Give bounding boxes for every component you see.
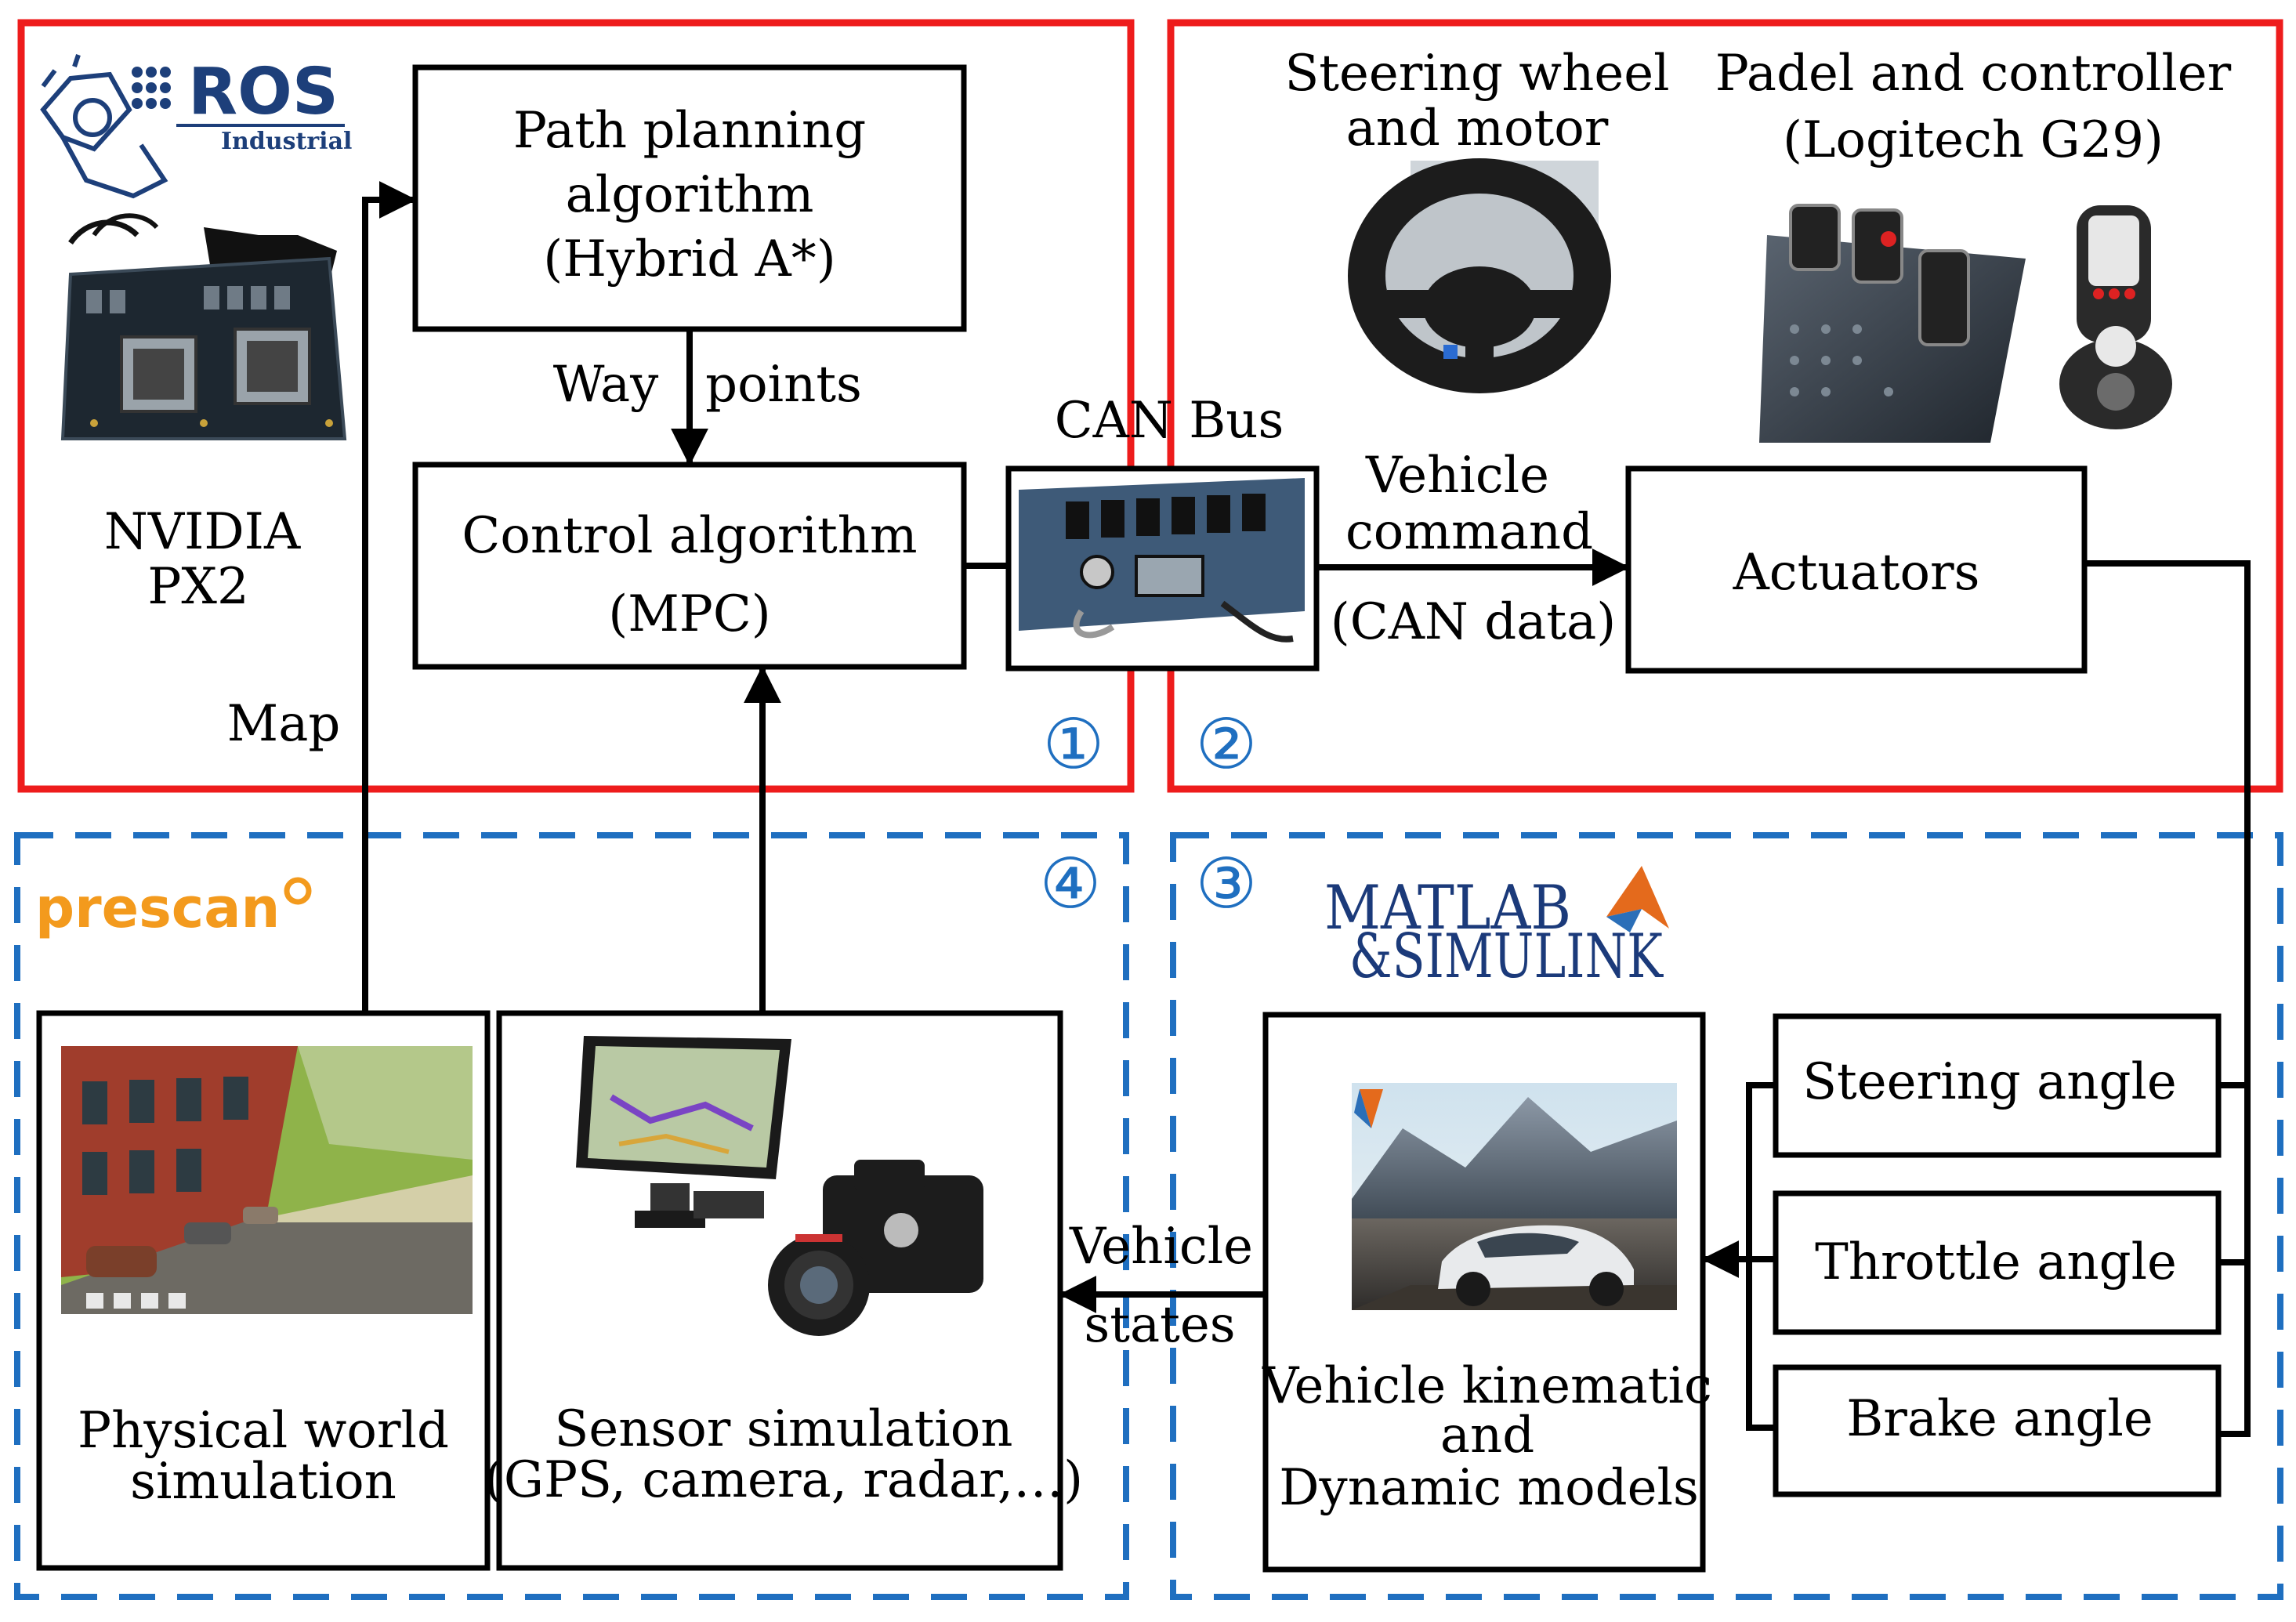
ros-dots-icon: [132, 67, 171, 109]
path-planning-line3: (Hybrid A*): [543, 230, 835, 288]
gps-device-image: [576, 1036, 791, 1228]
steering-wheel-label-line1: Steering wheel: [1284, 45, 1669, 103]
nvidia-label-line2: PX2: [147, 558, 248, 616]
padel-label-line2: (Logitech G29): [1783, 111, 2164, 169]
robot-arm-icon: [40, 54, 168, 199]
street-scene-image: [61, 1046, 473, 1314]
sensor-simulation-box: Sensor simulation (GPS, camera, radar,…): [484, 1010, 1083, 1571]
actuators-label: Actuators: [1733, 544, 1980, 602]
region-4-frame: [14, 832, 1129, 1600]
vehicle-model-line3: Dynamic models: [1279, 1459, 1699, 1517]
map-label: Map: [227, 695, 341, 753]
actuators-output-connector: [2084, 560, 2251, 1437]
region-1-frame: [17, 19, 1135, 793]
steering-wheel-image: [1348, 158, 1611, 393]
pedal-controller-image: [1759, 204, 2172, 443]
physical-world-line2: simulation: [130, 1453, 397, 1511]
prescan-dot-icon: [284, 877, 312, 905]
steering-angle-label: Steering angle: [1802, 1053, 2177, 1111]
vehicle-command-line1: Vehicle: [1365, 447, 1549, 505]
can-data-label: (CAN data): [1331, 593, 1616, 651]
way-label: Way: [553, 356, 659, 414]
vehicle-model-box: Vehicle kinematic and Dynamic models: [1262, 1012, 1712, 1573]
can-bus-device-image: [1005, 465, 1320, 672]
region-2-number: ②: [1196, 704, 1258, 784]
control-line1: Control algorithm: [462, 507, 917, 565]
simulink-logo-text: &SIMULINK: [1349, 921, 1664, 992]
path-planning-box: Path planning algorithm (Hybrid A*): [412, 64, 967, 332]
control-line2: (MPC): [608, 585, 771, 643]
vehicle-states-line1: Vehicle: [1069, 1218, 1253, 1276]
control-algorithm-box: Control algorithm (MPC): [412, 462, 967, 670]
steering-wheel-label-line2: and motor: [1346, 100, 1609, 157]
map-connector: [362, 181, 417, 1013]
connectors: [362, 181, 2251, 1437]
prescan-logo-text: prescan: [35, 876, 280, 940]
brake-angle-label: Brake angle: [1846, 1390, 2153, 1448]
matlab-membrane-icon: [1606, 866, 1669, 929]
physical-world-line1: Physical world: [78, 1402, 449, 1460]
region-2-frame: [1167, 19, 2283, 793]
camera-image: [768, 1160, 983, 1336]
region-numbers: ① ② ④ ③: [1040, 704, 1258, 924]
can-bus-label: CAN Bus: [1055, 392, 1284, 450]
ros-logo-subtext: Industrial: [221, 128, 352, 155]
matlab-logo-text: MATLAB: [1324, 873, 1571, 943]
sensor-sim-line2: (GPS, camera, radar,…): [484, 1451, 1083, 1509]
vehicle-model-line2: and: [1440, 1407, 1534, 1465]
padel-label-line1: Padel and controller: [1715, 45, 2232, 103]
sensor-sim-line1: Sensor simulation: [554, 1400, 1012, 1458]
vehicle-command-line2: command: [1345, 503, 1593, 561]
path-planning-line1: Path planning: [513, 102, 866, 160]
ros-logo-text: ROS: [188, 55, 339, 129]
points-label: points: [705, 356, 862, 414]
car-image: [1352, 1083, 1677, 1310]
matlab-simulink-logo: MATLAB &SIMULINK: [1324, 866, 1669, 992]
vehicle-model-line1: Vehicle kinematic: [1262, 1357, 1712, 1415]
nvidia-px2-board-image: [60, 213, 347, 440]
throttle-angle-label: Throttle angle: [1815, 1233, 2177, 1291]
vehicle-states-line2: states: [1084, 1296, 1235, 1354]
path-planning-line2: algorithm: [566, 166, 814, 224]
region-frames: [14, 19, 2283, 1600]
steering-angle-box: Steering angle: [1773, 1013, 2222, 1158]
region-3-frame: [1170, 832, 2283, 1600]
brake-angle-box: Brake angle: [1773, 1364, 2222, 1497]
nvidia-label-line1: NVIDIA: [104, 503, 301, 561]
actuators-box: Actuators: [1625, 465, 2088, 674]
throttle-angle-box: Throttle angle: [1773, 1190, 2222, 1335]
region-4-number: ④: [1040, 843, 1102, 924]
ros-industrial-logo: ROS Industrial: [40, 54, 352, 199]
region-1-number: ①: [1043, 704, 1105, 784]
prescan-logo: prescan: [35, 876, 312, 940]
physical-world-box: Physical world simulation: [36, 1010, 491, 1571]
region-3-number: ③: [1196, 843, 1258, 924]
